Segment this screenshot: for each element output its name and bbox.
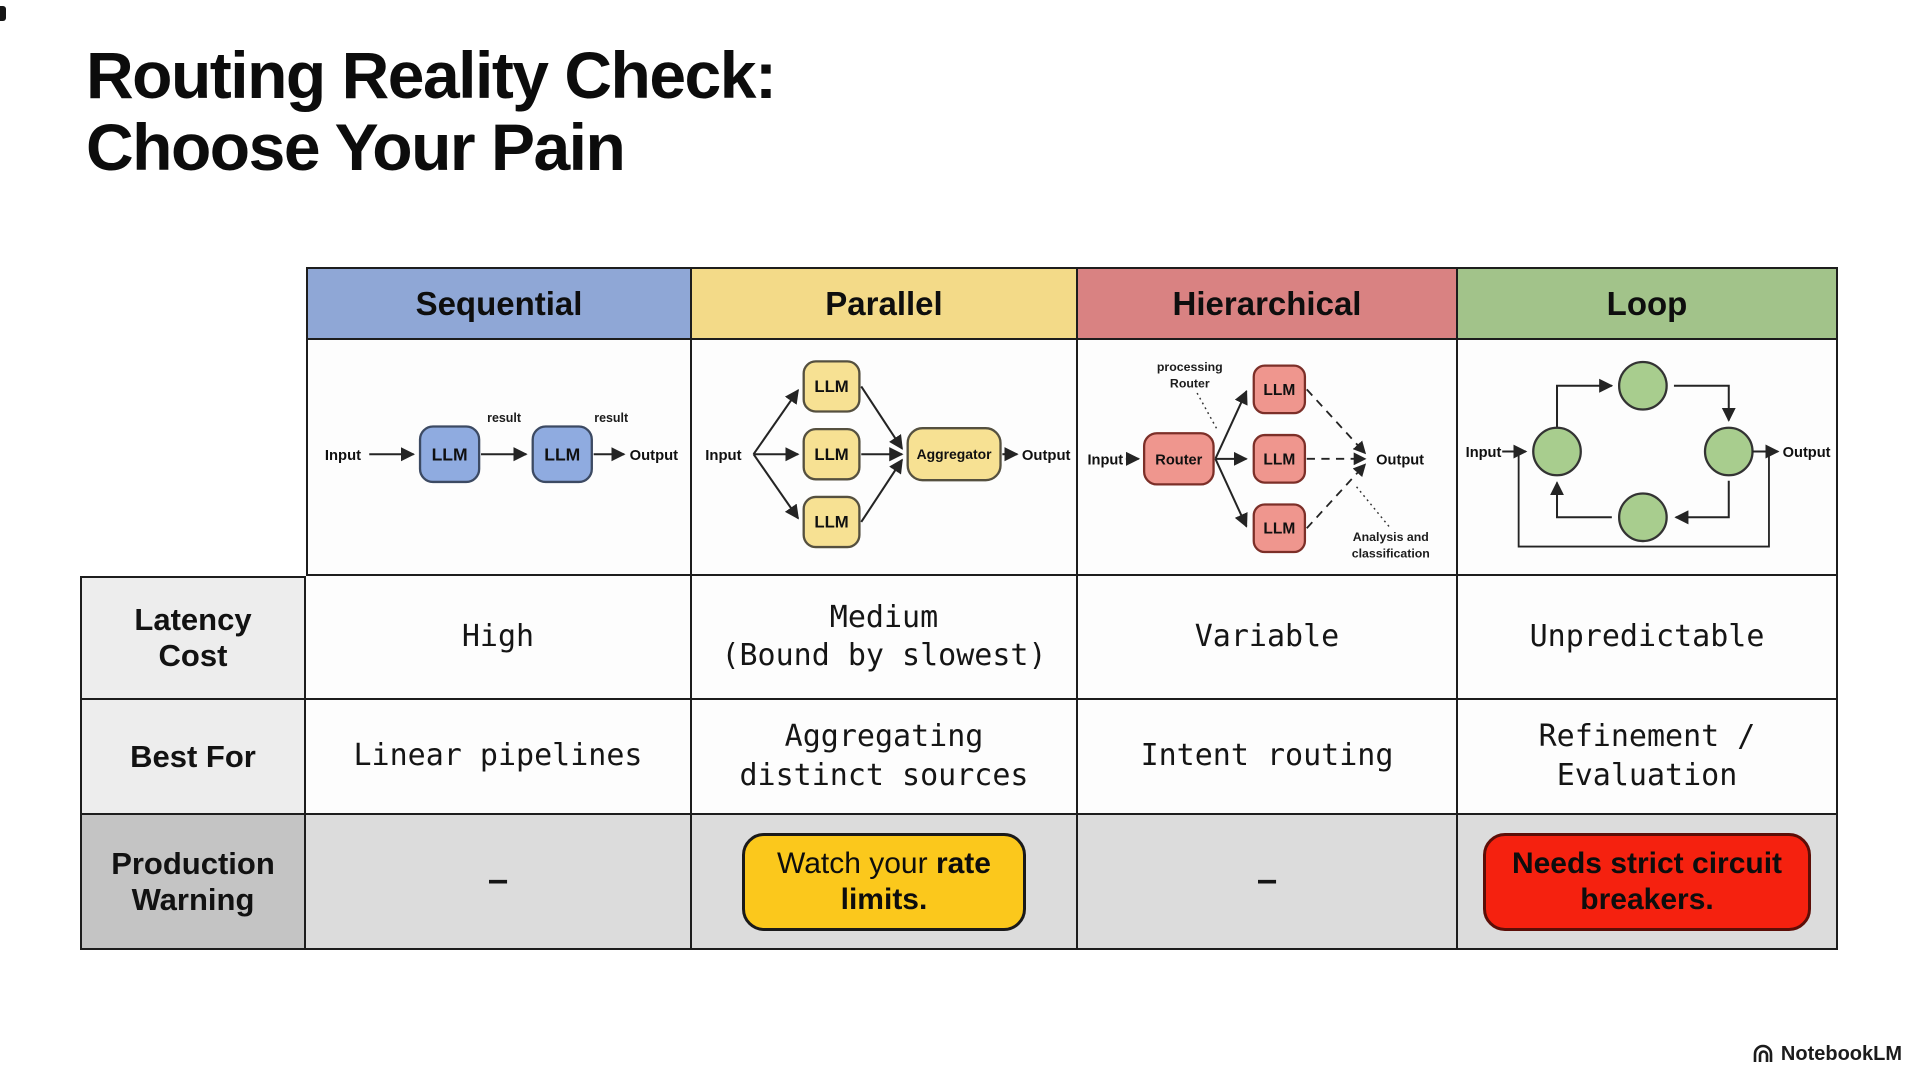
column-header-hierarchical: Hierarchical <box>1078 267 1458 340</box>
latency-label-line2: Cost <box>158 638 228 673</box>
analysis-note-line2: classification <box>1352 546 1430 560</box>
result-edge-label-1: result <box>487 411 521 425</box>
llm-node-2-label: LLM <box>1263 451 1295 468</box>
arrow-fan-bottom <box>752 453 799 520</box>
latency-parallel-line2: (Bound by slowest) <box>721 638 1047 673</box>
llm-node-1 <box>418 425 481 484</box>
diagram-parallel: Input LLM LLM LLM Aggregator Output <box>692 340 1078 576</box>
feedback-loop-line <box>1517 451 1770 548</box>
loop-node-right <box>1703 426 1754 477</box>
comparison-table: Sequential Parallel Hierarchical Loop In… <box>80 267 1838 950</box>
llm-node-3 <box>802 495 861 549</box>
column-header-sequential: Sequential <box>306 267 692 340</box>
input-label: Input <box>1087 452 1123 468</box>
output-label: Output <box>1376 452 1424 468</box>
output-label: Output <box>1022 448 1071 464</box>
llm-node-2 <box>1252 433 1307 484</box>
page-title: Routing Reality Check: Choose Your Pain <box>86 38 777 184</box>
dashed-arrow-llm1-to-output <box>1306 388 1367 455</box>
arrow-top-to-right <box>1673 384 1736 422</box>
result-edge-label-2: result <box>594 411 628 425</box>
row-label-best-for: Best For <box>80 700 306 815</box>
llm-node-3-label: LLM <box>814 513 848 532</box>
input-label: Input <box>1466 445 1502 461</box>
rate-limits-warning-badge: Watch your rate limits. <box>742 832 1026 931</box>
llm-node-2-label: LLM <box>544 445 580 465</box>
llm-node-1-label: LLM <box>1263 382 1295 399</box>
latency-parallel-line1: Medium <box>829 599 939 635</box>
diagram-loop: Input Output <box>1458 340 1838 576</box>
analysis-note-line1: Analysis and <box>1353 530 1429 544</box>
input-label: Input <box>705 448 741 464</box>
production-label-line2: Warning <box>131 881 255 917</box>
latency-hierarchical-value: Variable <box>1078 576 1458 700</box>
arrow-router-to-llm1 <box>1214 389 1248 460</box>
production-loop-cell: Needs strict circuit breakers. <box>1458 815 1838 950</box>
arrow-router-to-llm3 <box>1214 458 1248 528</box>
bestfor-hierarchical-value: Intent routing <box>1078 700 1458 815</box>
aggregator-node <box>906 427 1002 482</box>
loop-node-top <box>1617 360 1668 411</box>
loop-node-left <box>1532 426 1582 477</box>
column-header-loop: Loop <box>1458 267 1838 340</box>
diagram-hierarchical: Input Router processing Router LLM LLM L… <box>1078 340 1458 576</box>
router-node <box>1142 432 1215 486</box>
parallel-flow-diagram: Input LLM LLM LLM Aggregator Output <box>705 360 1071 549</box>
bestfor-parallel-value: Aggregating distinct sources <box>692 700 1078 815</box>
router-note-line1: processing <box>1157 360 1223 374</box>
page-title-line2: Choose Your Pain <box>86 109 626 184</box>
latency-parallel-value: Medium (Bound by slowest) <box>692 576 1078 700</box>
column-header-parallel: Parallel <box>692 267 1078 340</box>
llm-node-1 <box>802 360 861 413</box>
llm-node-2 <box>531 425 593 484</box>
arrow-llm3-to-aggregator <box>860 458 903 523</box>
empty-corner-cell <box>80 267 306 576</box>
diagram-sequential: Input LLM result LLM result Output <box>306 340 692 576</box>
row-label-production-warning: Production Warning <box>80 815 306 950</box>
production-label-line1: Production <box>111 845 275 881</box>
notebooklm-wordmark: NotebookLM <box>1780 1042 1902 1065</box>
sequential-flow-diagram: Input LLM result LLM result Output <box>325 411 678 484</box>
llm-node-1-label: LLM <box>814 377 848 396</box>
production-hierarchical-value: – <box>1078 815 1458 950</box>
router-note-line2: Router <box>1170 377 1210 391</box>
page-title-line1: Routing Reality Check: <box>86 38 777 112</box>
warning-text-bold: rate limits. <box>840 846 991 916</box>
llm-node-1 <box>1252 364 1307 415</box>
row-label-latency-cost: Latency Cost <box>80 576 306 700</box>
notebooklm-logo-icon <box>1753 1044 1773 1062</box>
loop-flow-diagram: Input Output <box>1466 360 1831 548</box>
warning-text-normal: Watch your <box>777 846 936 880</box>
dashed-arrow-llm3-to-output <box>1306 463 1367 529</box>
latency-sequential-value: High <box>306 576 692 700</box>
circuit-breakers-warning-badge: Needs strict circuit breakers. <box>1483 832 1811 931</box>
llm-node-2 <box>802 427 861 481</box>
output-label: Output <box>1783 445 1831 461</box>
production-parallel-cell: Watch your rate limits. <box>692 815 1078 950</box>
hierarchical-flow-diagram: Input Router processing Router LLM LLM L… <box>1087 360 1430 560</box>
llm-node-1-label: LLM <box>432 445 468 465</box>
router-label: Router <box>1155 452 1202 468</box>
notebooklm-branding: NotebookLM <box>1751 1042 1902 1066</box>
latency-loop-value: Unpredictable <box>1458 576 1838 700</box>
llm-node-3 <box>1252 503 1307 554</box>
arrow-left-to-top <box>1556 378 1614 428</box>
top-left-notch <box>0 6 6 21</box>
output-label: Output <box>630 448 678 464</box>
production-sequential-value: – <box>306 815 692 950</box>
arrow-bottom-to-left <box>1549 481 1612 519</box>
llm-node-3-label: LLM <box>1263 521 1295 538</box>
arrow-right-to-bottom <box>1674 480 1730 525</box>
bestfor-sequential-value: Linear pipelines <box>306 700 692 815</box>
dotted-note-line <box>1196 392 1218 430</box>
arrow-llm1-to-aggregator <box>860 385 903 450</box>
latency-label-line1: Latency <box>134 602 252 638</box>
llm-node-2-label: LLM <box>814 445 848 464</box>
arrow-fan-top <box>752 388 799 455</box>
input-label: Input <box>325 448 361 464</box>
dotted-analysis-line <box>1355 485 1390 527</box>
aggregator-label: Aggregator <box>917 446 993 462</box>
bestfor-loop-value: Refinement / Evaluation <box>1458 700 1838 815</box>
loop-node-bottom <box>1617 492 1668 543</box>
